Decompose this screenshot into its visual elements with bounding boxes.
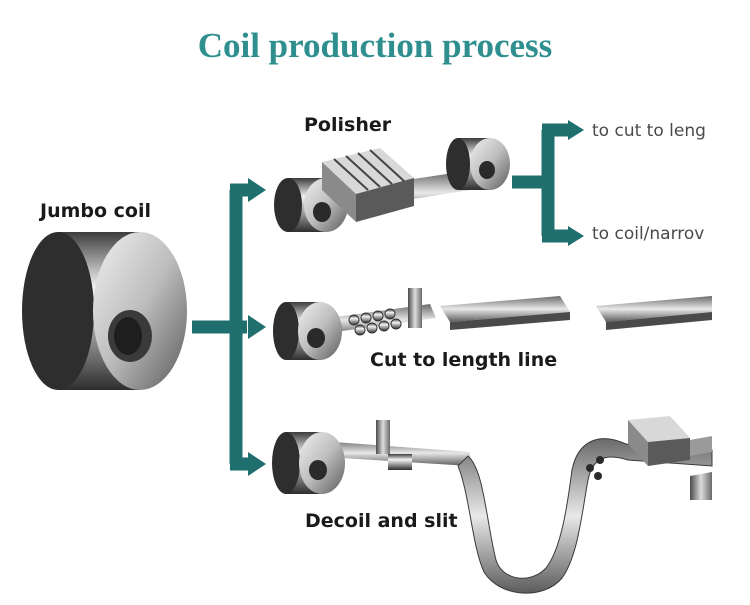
cut-to-length-line-graphic [273,288,712,360]
arrow-heads [248,120,584,476]
polisher-line-graphic [274,138,510,232]
polisher-label: Polisher [304,114,392,136]
cut-to-length-line-label: Cut to length line [370,349,558,371]
flow-arrows [192,123,568,471]
decoil-and-slit-label: Decoil and slit [305,510,458,532]
decoil-and-slit-graphic [272,416,713,594]
to-cut-to-length-label: to cut to leng [592,121,706,141]
to-coil-narrow-label: to coil/narrov [592,224,705,244]
page-title: Coil production process [197,26,553,65]
jumbo-coil-label: Jumbo coil [40,200,152,222]
jumbo-coil-graphic [22,232,187,390]
